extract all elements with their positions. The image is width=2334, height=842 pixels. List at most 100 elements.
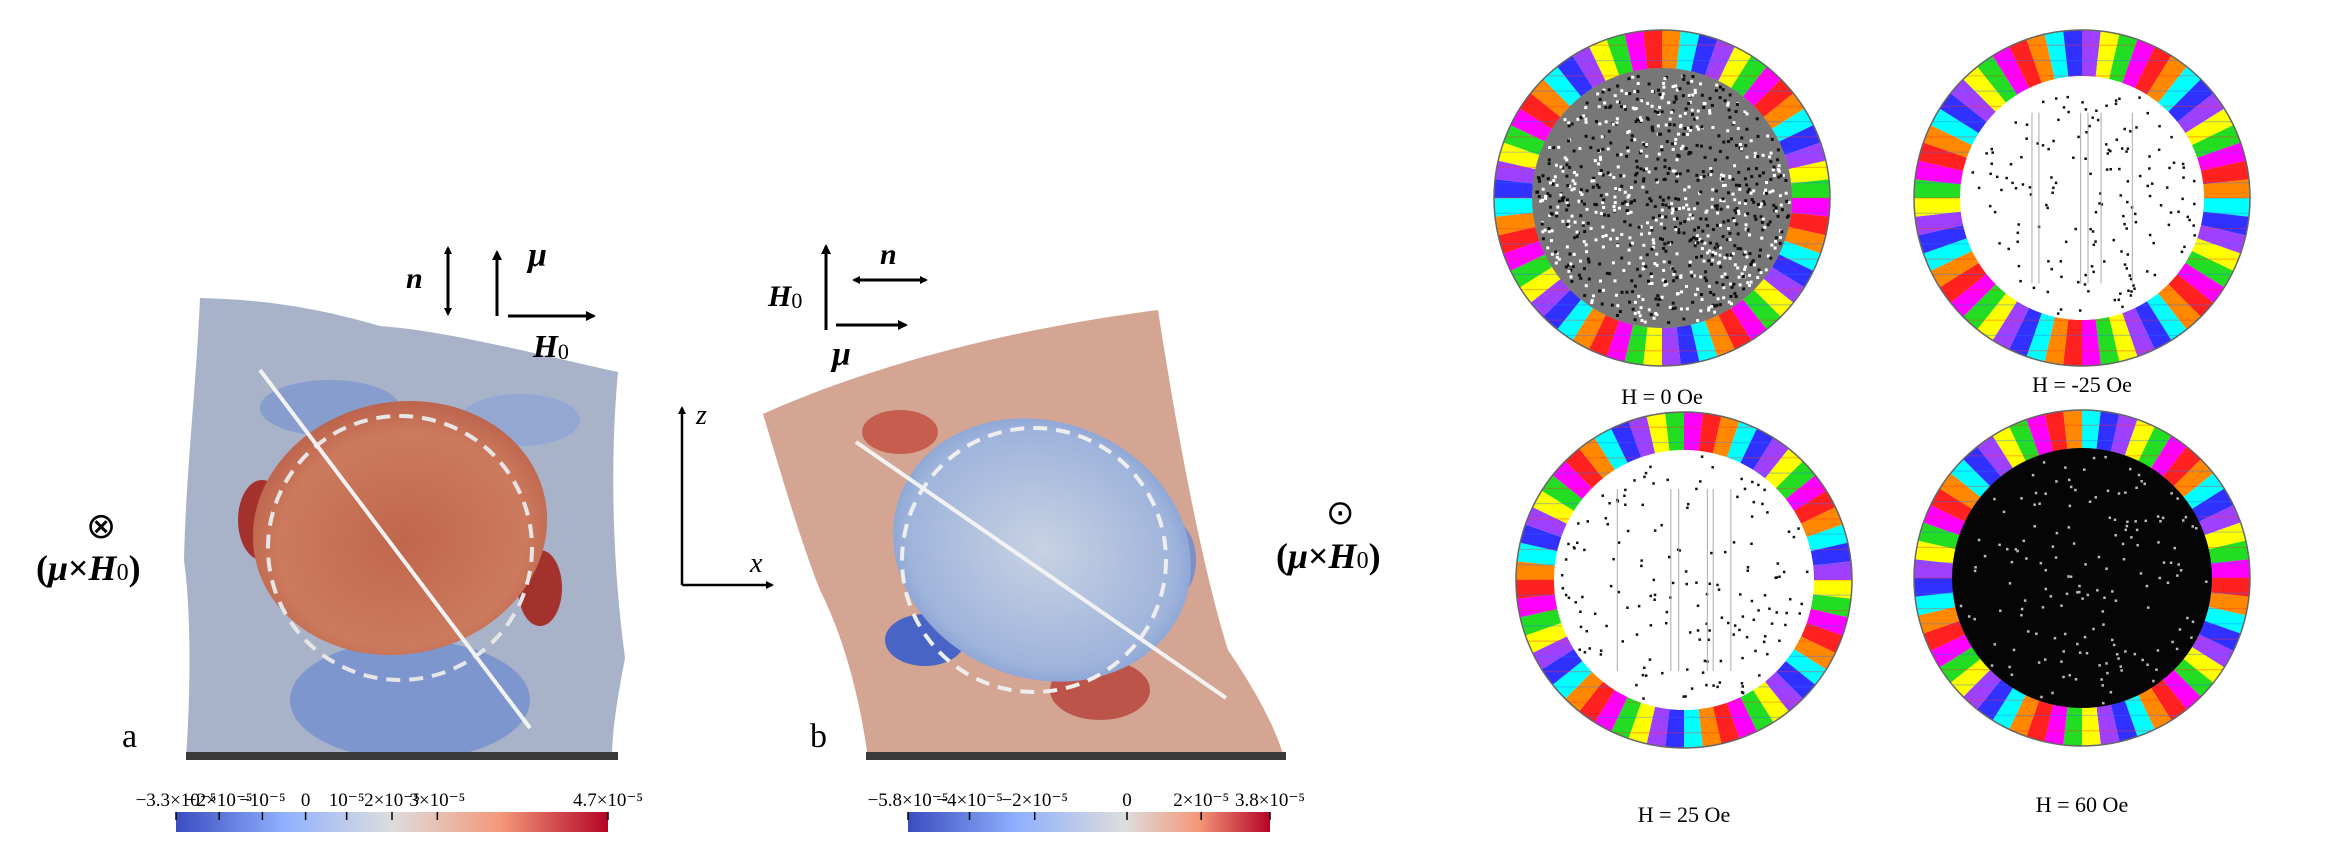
- core-speck: [1761, 502, 1764, 506]
- core-speck: [2169, 211, 2173, 214]
- core-speck: [2117, 657, 2120, 660]
- noise-speck: [1599, 157, 1603, 161]
- noise-speck: [1628, 236, 1632, 240]
- noise-speck: [1726, 191, 1730, 195]
- noise-speck: [1557, 199, 1561, 203]
- core-speck: [2138, 96, 2141, 99]
- noise-speck: [1755, 182, 1759, 186]
- noise-speck: [1753, 151, 1757, 155]
- core-speck: [2017, 264, 2021, 268]
- core-speck: [2103, 260, 2106, 263]
- core-speck: [2153, 273, 2157, 277]
- ring-domain-segment: [2183, 647, 2225, 683]
- ring-domain-segment: [1731, 299, 1767, 341]
- ring-domain-segment: [1557, 299, 1593, 341]
- noise-speck: [1671, 109, 1675, 113]
- core-speck: [2105, 567, 2108, 571]
- noise-speck: [1630, 134, 1634, 138]
- ring-domain-segment: [2095, 31, 2120, 80]
- noise-speck: [1550, 252, 1554, 256]
- ring-domain-segment: [1930, 108, 1979, 146]
- noise-speck: [1604, 106, 1608, 110]
- core-speck: [2205, 580, 2208, 583]
- core-speck: [2135, 126, 2138, 129]
- noise-speck: [1541, 174, 1545, 178]
- noise-speck: [1675, 276, 1679, 280]
- noise-speck: [1710, 169, 1714, 173]
- core-speck: [2106, 152, 2110, 155]
- noise-speck: [1710, 103, 1714, 107]
- noise-speck: [1777, 169, 1781, 173]
- noise-speck: [1739, 247, 1743, 251]
- core-speck: [1599, 649, 1603, 652]
- noise-speck: [1743, 110, 1747, 114]
- noise-speck: [1747, 167, 1751, 171]
- ring-domain-segment: [1930, 250, 1979, 288]
- ring-domain-segment: [1516, 580, 1555, 599]
- noise-speck: [1586, 257, 1590, 261]
- noise-speck: [1667, 205, 1671, 209]
- noise-speck: [1696, 226, 1700, 230]
- noise-speck: [1672, 100, 1676, 104]
- core-speck: [1708, 582, 1712, 586]
- ring-domain-segment: [2204, 522, 2246, 550]
- noise-speck: [1639, 149, 1643, 153]
- noise-speck: [1569, 262, 1573, 266]
- noise-speck: [1554, 250, 1558, 254]
- core-speck: [1696, 629, 1700, 632]
- noise-speck: [1580, 192, 1584, 196]
- core-speck: [2057, 118, 2060, 122]
- core-speck: [2134, 212, 2137, 216]
- noise-speck: [1613, 94, 1617, 98]
- noise-speck: [1579, 190, 1583, 194]
- noise-speck: [1582, 240, 1586, 244]
- noise-speck: [1749, 139, 1753, 143]
- ring-domain-segment: [1572, 46, 1606, 88]
- ring-domain-segment: [2204, 606, 2246, 634]
- noise-speck: [1645, 154, 1649, 158]
- noise-speck: [1774, 209, 1778, 213]
- core-speck: [2031, 473, 2035, 477]
- core-speck: [2152, 679, 2155, 683]
- noise-speck: [1650, 247, 1654, 251]
- noise-speck: [1694, 293, 1698, 297]
- core-speck: [1973, 569, 1977, 573]
- core-speck: [1990, 162, 1993, 165]
- noise-speck: [1774, 206, 1778, 210]
- core-speck: [2148, 167, 2151, 170]
- noise-speck: [1691, 216, 1695, 220]
- core-speck: [1967, 615, 1971, 618]
- noise-speck: [1685, 307, 1689, 311]
- core-speck: [1990, 147, 1993, 151]
- core-speck: [1642, 697, 1645, 700]
- core-speck: [1640, 564, 1643, 568]
- noise-speck: [1660, 208, 1664, 212]
- noise-speck: [1676, 174, 1680, 178]
- core-speck: [1583, 651, 1587, 654]
- ring-domain-segment: [1992, 426, 2026, 468]
- core-speck: [1708, 629, 1711, 632]
- panel-b-colorbar-tick-label: 3.8×10⁻⁵: [1235, 790, 1305, 811]
- core-speck: [2054, 181, 2058, 185]
- noise-speck: [1664, 75, 1668, 79]
- ring-domain-segment: [1712, 416, 1740, 458]
- noise-speck: [1676, 292, 1680, 296]
- core-speck: [2052, 186, 2055, 190]
- core-speck: [2069, 485, 2073, 489]
- noise-speck: [1668, 260, 1672, 264]
- ring-domain-segment: [1939, 93, 1987, 134]
- core-speck: [2032, 286, 2036, 290]
- ring-domain-segment: [1704, 315, 1735, 357]
- noise-speck: [1638, 151, 1642, 155]
- noise-speck: [1666, 241, 1670, 245]
- noise-speck: [1704, 217, 1708, 221]
- noise-speck: [1745, 183, 1749, 187]
- core-speck: [2016, 240, 2019, 244]
- core-speck: [1782, 570, 1786, 574]
- core-speck: [2066, 95, 2069, 99]
- noise-speck: [1758, 254, 1762, 258]
- noise-speck: [1702, 174, 1706, 178]
- core-speck: [2040, 695, 2043, 699]
- ring-domain-segment: [1726, 421, 1757, 463]
